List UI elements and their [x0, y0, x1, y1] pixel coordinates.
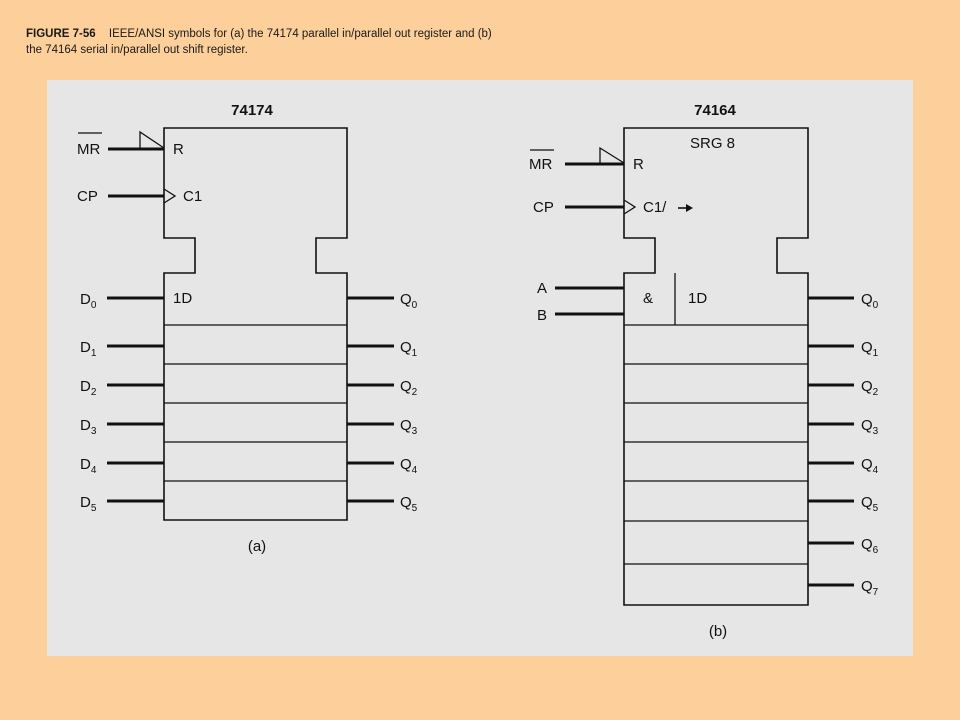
q-output-label: Q0	[400, 291, 418, 311]
stage-1d-label: 1D	[173, 290, 192, 307]
q-output-label: Q1	[400, 339, 418, 359]
shift-arrow-head	[686, 204, 693, 212]
q-output-label: Q4	[400, 456, 418, 476]
q-output-label: Q5	[861, 494, 879, 514]
d-input-label: D1	[80, 339, 97, 359]
chip-74164-outline	[623, 127, 809, 606]
d-input-label: D0	[80, 291, 97, 311]
clock-triangle	[163, 188, 177, 204]
mr-label: MR	[529, 156, 552, 173]
stage-1d-label: 1D	[688, 290, 707, 307]
reset-label: R	[633, 156, 644, 173]
mr-label: MR	[77, 141, 100, 158]
q-output-label: Q5	[400, 494, 418, 514]
q-output-label: Q0	[861, 291, 879, 311]
q-output-label: Q1	[861, 339, 879, 359]
part-label-a: (a)	[248, 538, 266, 555]
diagram-b: 74164 SRG 8 MR R CP C1/ A	[529, 102, 879, 640]
d-input-label: D5	[80, 494, 97, 514]
input-b-label: B	[537, 307, 547, 324]
q-output-label: Q2	[861, 378, 879, 398]
figure-caption: FIGURE 7-56 IEEE/ANSI symbols for (a) th…	[26, 26, 496, 58]
active-low-indicator	[599, 146, 625, 164]
q-output-label: Q3	[861, 417, 879, 437]
q-output-label: Q4	[861, 456, 879, 476]
clock-label: C1	[183, 188, 202, 205]
chip-74174-outline	[163, 127, 348, 521]
title-74174: 74174	[231, 102, 273, 119]
part-label-b: (b)	[709, 623, 727, 640]
input-a-label: A	[537, 280, 547, 297]
srg8-label: SRG 8	[690, 135, 735, 152]
figure-label: FIGURE 7-56	[26, 28, 96, 40]
cp-label: CP	[533, 199, 554, 216]
and-label: &	[643, 290, 653, 307]
d-input-label: D2	[80, 378, 97, 398]
reset-label: R	[173, 141, 184, 158]
d-input-label: D4	[80, 456, 97, 476]
q-output-label: Q3	[400, 417, 418, 437]
clock-label: C1/	[643, 199, 667, 216]
title-74164: 74164	[694, 102, 736, 119]
q-output-label: Q7	[861, 578, 879, 598]
active-low-indicator	[139, 130, 165, 149]
q-output-label: Q2	[400, 378, 418, 398]
figure-caption-text: IEEE/ANSI symbols for (a) the 74174 para…	[26, 28, 492, 56]
cp-label: CP	[77, 188, 98, 205]
clock-triangle	[623, 199, 637, 215]
d-input-label: D3	[80, 417, 97, 437]
q-output-label: Q6	[861, 536, 879, 556]
